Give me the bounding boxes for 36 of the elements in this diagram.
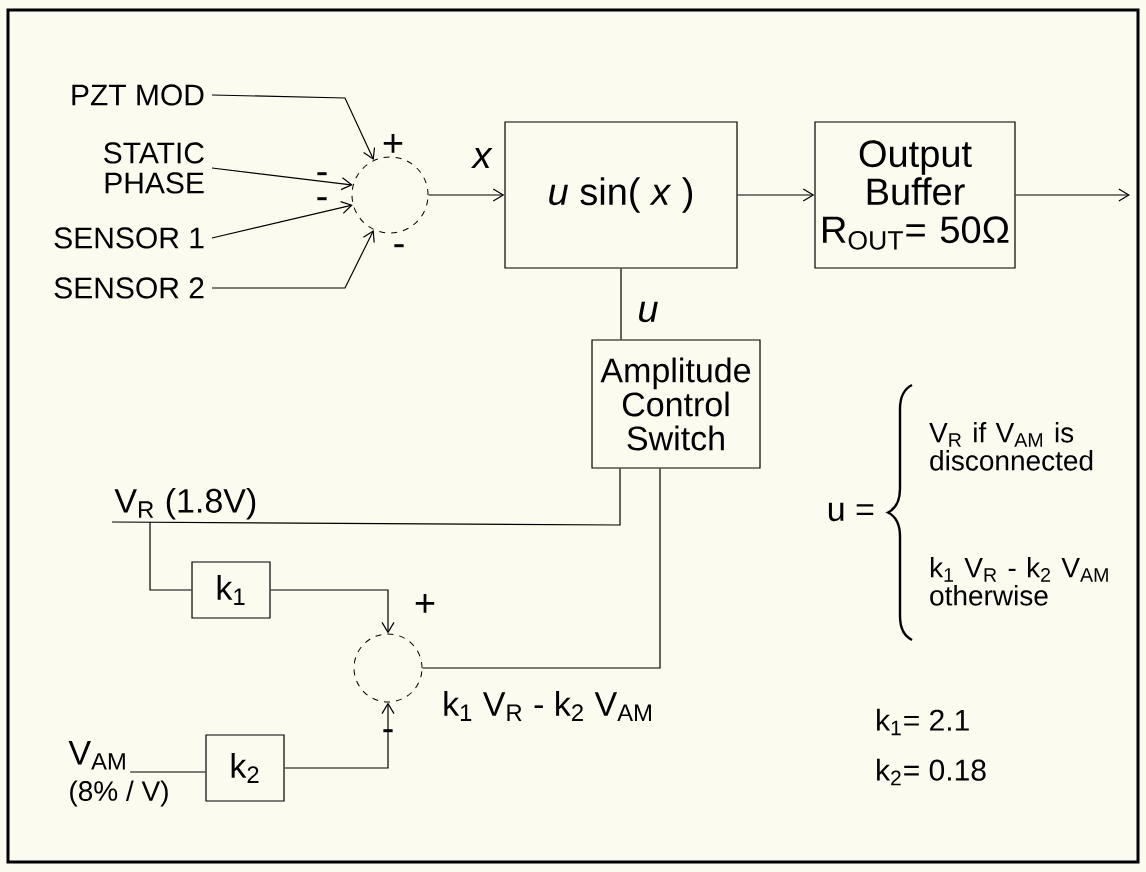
sign-label: +	[415, 594, 435, 613]
equation-label: u =	[828, 502, 874, 522]
sign-label: -	[317, 172, 327, 176]
sign-label: -	[317, 197, 327, 201]
arrow	[211, 167, 353, 191]
constant-label: k$_{1}$= 2.1	[877, 708, 969, 736]
case-text: V$_{R}$ if V$_{AM}$ is disconnected	[929, 422, 1093, 471]
arrow	[1015, 188, 1130, 202]
arrow	[270, 589, 395, 634]
process-box: Amplitude Control Switch	[591, 339, 761, 469]
input-label: STATIC PHASE	[104, 142, 204, 194]
unit-label: (8% / V)	[70, 780, 168, 807]
function-box: u sin( x )	[504, 121, 738, 269]
sign-label: -	[383, 729, 393, 733]
arrow	[211, 201, 353, 239]
signal-label: V$_{R}$ (1.8V)	[114, 487, 256, 520]
sign-label: +	[383, 134, 403, 153]
edge-label: u	[635, 299, 661, 325]
input-label: SENSOR 1	[54, 227, 204, 249]
input-label: PZT MOD	[72, 84, 204, 106]
gain-box: k$_{2}$	[205, 734, 285, 802]
input-label: SENSOR 2	[54, 277, 204, 299]
gain-box: k$_{1}$	[191, 561, 271, 619]
constant-label: k$_{2}$= 0.18	[877, 758, 986, 786]
arrow	[211, 229, 375, 289]
edge-label: k$_{1}$ V$_{R}$ - k$_{2}$ V$_{AM}$	[440, 689, 656, 723]
signal-label: V$_{AM}$	[68, 741, 125, 770]
process-box: Output Buffer R$_{OUT}$= 50Ω	[814, 121, 1016, 269]
arrow	[284, 702, 395, 769]
case-text: k$_{1}$ V$_{R}$ - k$_{2}$ V$_{AM}$ otherwise	[930, 557, 1108, 606]
arrow	[211, 94, 376, 161]
summing-junction	[353, 633, 423, 703]
arrow	[737, 188, 815, 202]
summing-junction	[351, 156, 429, 234]
sign-label: -	[394, 244, 404, 248]
arrow	[427, 188, 505, 202]
